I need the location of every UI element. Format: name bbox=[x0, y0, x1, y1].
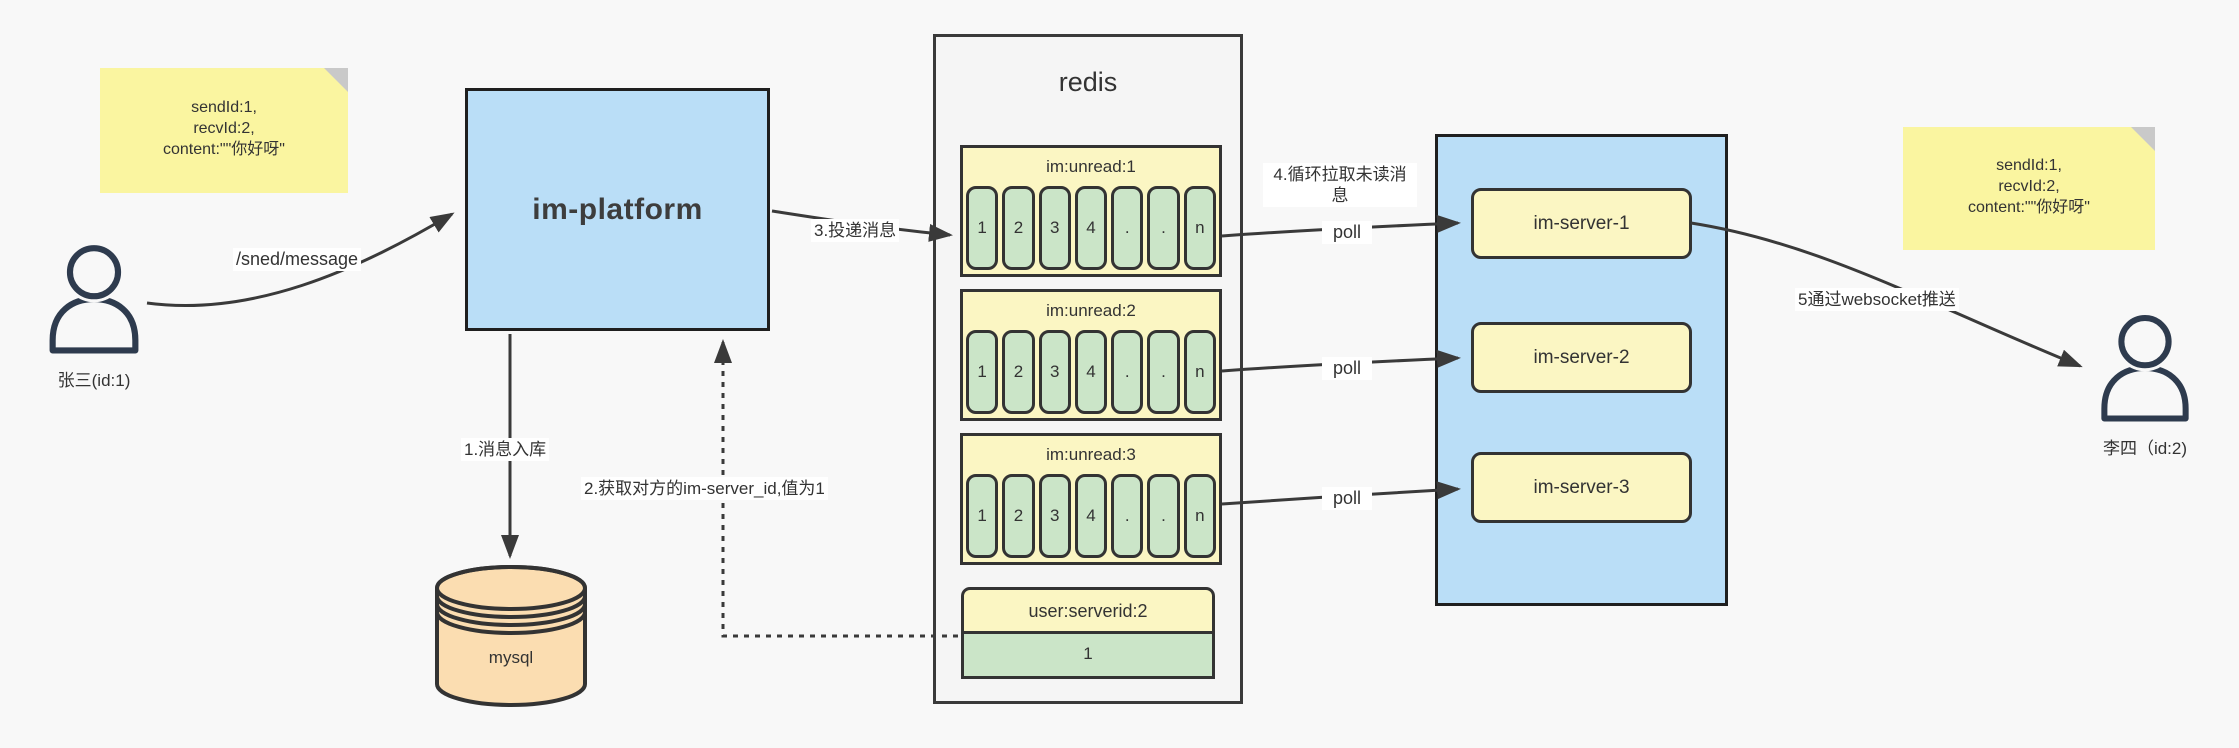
note-line: content:""你好呀" bbox=[1968, 199, 2090, 216]
note-fold-icon bbox=[324, 68, 348, 92]
kv-value: 1 bbox=[961, 634, 1215, 679]
queue-cell: 4 bbox=[1074, 330, 1108, 414]
queue-cell: n bbox=[1183, 474, 1216, 558]
queue-cell: 3 bbox=[1038, 186, 1071, 270]
queue-cell: 2 bbox=[1002, 474, 1035, 558]
queue-cell: 2 bbox=[1002, 186, 1035, 270]
queue-cell: n bbox=[1183, 330, 1216, 414]
queue-name: im:unread:2 bbox=[1046, 301, 1136, 320]
queue-name: im:unread:3 bbox=[1046, 445, 1136, 464]
sticky-note-right: sendId:1, recvId:2, content:""你好呀" bbox=[1903, 127, 2155, 250]
user-icon-receiver bbox=[2101, 312, 2189, 422]
im-platform-node: im-platform bbox=[465, 88, 770, 331]
note-line: recvId:2, bbox=[193, 120, 255, 137]
note-line: sendId:1, bbox=[191, 99, 257, 116]
queue-cells: 1 2 3 4 . . n bbox=[963, 186, 1219, 270]
queue-cells: 1 2 3 4 . . n bbox=[963, 330, 1219, 414]
note-line: content:""你好呀" bbox=[163, 141, 285, 158]
sender-label: 张三(id:1) bbox=[57, 371, 131, 390]
queue-cells: 1 2 3 4 . . n bbox=[963, 474, 1219, 558]
user-serverid-kv: user:serverid:2 1 bbox=[961, 587, 1215, 679]
queue-cell: n bbox=[1183, 186, 1216, 270]
queue-im-unread-2: im:unread:2 1 2 3 4 . . n bbox=[960, 289, 1222, 421]
note-line: sendId:1, bbox=[1996, 157, 2062, 174]
edge-label-step5: 5通过websocket推送 bbox=[1795, 288, 1959, 311]
im-server-cluster: im-server-1 im-server-2 im-server-3 bbox=[1435, 134, 1728, 606]
queue-im-unread-3: im:unread:3 1 2 3 4 . . n bbox=[960, 433, 1222, 565]
mysql-label: mysql bbox=[488, 648, 534, 667]
queue-cell: 4 bbox=[1074, 474, 1108, 558]
im-server-1-node: im-server-1 bbox=[1471, 188, 1692, 259]
edge-label-send-api: /sned/message bbox=[233, 248, 362, 271]
queue-cell: . bbox=[1147, 330, 1180, 414]
queue-cell: 3 bbox=[1038, 330, 1071, 414]
queue-cell: 4 bbox=[1074, 186, 1108, 270]
edge-label-poll-3: poll bbox=[1322, 487, 1372, 510]
user-icon-sender bbox=[49, 242, 139, 354]
queue-cell: . bbox=[1147, 186, 1180, 270]
im-server-2-node: im-server-2 bbox=[1471, 322, 1692, 393]
queue-name: im:unread:1 bbox=[1046, 157, 1136, 176]
edge-label-poll-2: poll bbox=[1322, 357, 1372, 380]
kv-key: user:serverid:2 bbox=[961, 587, 1215, 634]
queue-cell: . bbox=[1111, 474, 1144, 558]
redis-container: redis im:unread:1 1 2 3 4 . . n im:unrea… bbox=[933, 34, 1243, 704]
queue-cell: 1 bbox=[966, 330, 999, 414]
queue-im-unread-1: im:unread:1 1 2 3 4 . . n bbox=[960, 145, 1222, 277]
im-platform-label: im-platform bbox=[532, 192, 703, 226]
mysql-database-icon bbox=[435, 565, 587, 707]
queue-cell: 1 bbox=[966, 474, 999, 558]
note-line: recvId:2, bbox=[1998, 178, 2060, 195]
queue-cell: 3 bbox=[1038, 474, 1071, 558]
note-fold-icon bbox=[2131, 127, 2155, 151]
redis-title: redis bbox=[1058, 67, 1118, 97]
edge-label-step2: 2.获取对方的im-server_id,值为1 bbox=[581, 477, 828, 500]
edge-label-poll-1: poll bbox=[1322, 221, 1372, 244]
sticky-note-left: sendId:1, recvId:2, content:""你好呀" bbox=[100, 68, 348, 193]
queue-cell: . bbox=[1147, 474, 1180, 558]
receiver-label: 李四（id:2) bbox=[2102, 439, 2188, 458]
queue-cell: . bbox=[1111, 186, 1144, 270]
im-server-3-node: im-server-3 bbox=[1471, 452, 1692, 523]
queue-cell: 2 bbox=[1002, 330, 1035, 414]
edge-label-step3: 3.投递消息 bbox=[811, 219, 900, 242]
queue-cell: 1 bbox=[966, 186, 999, 270]
edge-label-step1: 1.消息入库 bbox=[461, 438, 550, 461]
queue-cell: . bbox=[1111, 330, 1144, 414]
edge-label-step4: 4.循环拉取未读消息 bbox=[1263, 163, 1417, 207]
